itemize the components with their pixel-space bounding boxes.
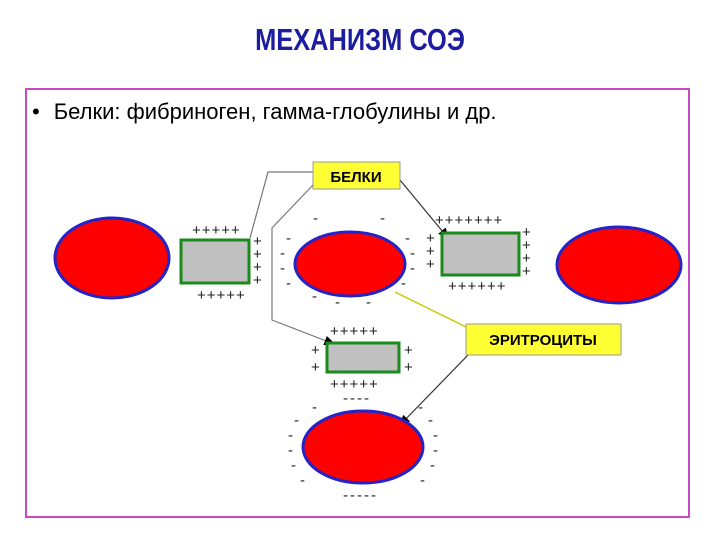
- charge-sign: -: [428, 412, 433, 429]
- charge-sign: +: [404, 359, 413, 376]
- charge-row: +++++++: [435, 212, 503, 229]
- charge-sign: -: [288, 427, 293, 444]
- erythrocyte-right: [555, 225, 683, 305]
- content-frame: [25, 88, 690, 518]
- charge-sign: -: [335, 294, 340, 311]
- charge-sign: +: [522, 263, 531, 280]
- protein-bottom: [325, 341, 401, 374]
- charge-sign: -: [286, 230, 291, 247]
- charge-sign: -: [430, 457, 435, 474]
- protein-right: [440, 231, 521, 277]
- charge-sign: +: [253, 259, 262, 276]
- charge-sign: -: [433, 442, 438, 459]
- charge-sign: +: [522, 250, 531, 267]
- charge-sign: -: [405, 230, 410, 247]
- charge-sign: -: [280, 245, 285, 262]
- charge-row: +++++: [192, 222, 241, 239]
- charge-sign: -: [291, 457, 296, 474]
- erythrocyte-bottom: [301, 409, 425, 485]
- charge-row: ----: [343, 390, 371, 407]
- charge-sign: -: [410, 245, 415, 262]
- proteins-connector-left: [249, 171, 313, 239]
- proteins-label-text: БЕЛКИ: [330, 169, 381, 186]
- charge-sign: +: [311, 342, 320, 359]
- proteins-label: БЕЛКИ: [312, 161, 401, 190]
- charge-sign: +: [426, 256, 435, 273]
- proteins-connector-middle: [271, 184, 337, 346]
- charge-sign: -: [366, 294, 371, 311]
- charge-sign: -: [288, 442, 293, 459]
- charge-sign: -: [280, 260, 285, 277]
- charge-sign: +: [253, 233, 262, 250]
- charge-sign: -: [300, 472, 305, 489]
- charge-row: ++++++: [448, 278, 507, 295]
- erythrocytes-label-text: ЭРИТРОЦИТЫ: [489, 332, 597, 349]
- slide-title: МЕХАНИЗМ СОЭ: [255, 22, 465, 57]
- charge-row: -----: [343, 487, 378, 504]
- charge-sign: -: [313, 210, 318, 227]
- charge-sign: -: [433, 427, 438, 444]
- charge-sign: -: [410, 260, 415, 277]
- bullet-line: • Белки: фибриноген, гамма-глобулины и др…: [32, 99, 497, 125]
- charge-row: +++++: [197, 287, 246, 304]
- erythrocyte-center: [293, 230, 407, 298]
- charge-sign: +: [311, 359, 320, 376]
- charge-sign: +: [253, 246, 262, 263]
- charge-sign: +: [426, 230, 435, 247]
- erythrocytes-connector-bottom: [398, 352, 471, 427]
- bullet-marker: •: [32, 99, 40, 124]
- charge-sign: +: [253, 272, 262, 289]
- erythrocytes-label: ЭРИТРОЦИТЫ: [465, 323, 622, 356]
- protein-left: [179, 238, 251, 285]
- charge-sign: +: [404, 342, 413, 359]
- charge-sign: -: [418, 399, 423, 416]
- charge-sign: -: [401, 275, 406, 292]
- charge-sign: -: [312, 399, 317, 416]
- charge-sign: -: [294, 412, 299, 429]
- charge-sign: -: [286, 275, 291, 292]
- charge-row: +++++: [330, 376, 379, 393]
- bullet-text: Белки: фибриноген, гамма-глобулины и др.: [53, 99, 497, 124]
- charge-sign: -: [312, 288, 317, 305]
- charge-sign: +: [426, 243, 435, 260]
- charge-sign: +: [522, 237, 531, 254]
- proteins-connector-right: [399, 179, 450, 240]
- charge-sign: -: [380, 210, 385, 227]
- erythrocytes-connector-top: [394, 291, 467, 328]
- erythrocyte-left: [53, 216, 171, 300]
- charge-sign: -: [420, 472, 425, 489]
- charge-sign: +: [522, 224, 531, 241]
- charge-row: +++++: [330, 323, 379, 340]
